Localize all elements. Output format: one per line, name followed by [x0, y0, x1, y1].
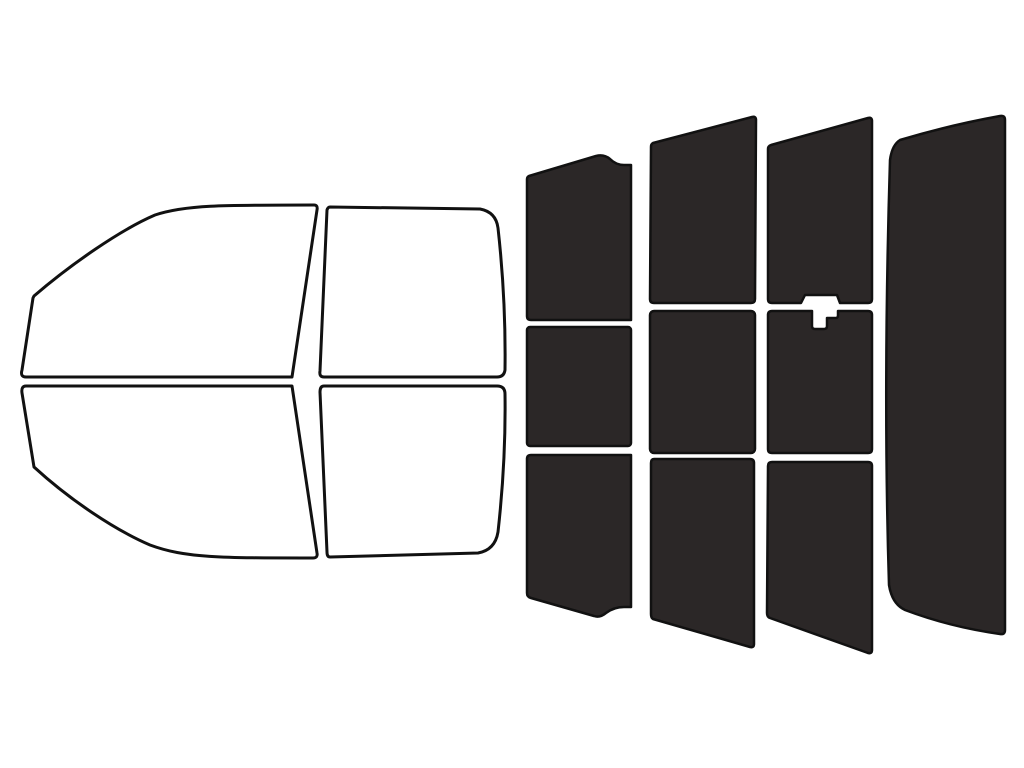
rear-windows-group: [525, 114, 1007, 655]
window-rear-col1-mid: [525, 325, 633, 448]
front-windows-group: [20, 203, 507, 560]
window-front-left-lower: [20, 384, 319, 560]
window-rear-col1-bottom: [525, 453, 633, 618]
window-rear-col2-mid: [648, 309, 757, 455]
window-front-left-upper: [20, 203, 319, 379]
window-rear-col3-bottom: [765, 460, 874, 655]
window-rear-col2-top: [648, 115, 758, 305]
window-rear-col3-mid: [766, 309, 874, 455]
window-front-right-lower: [318, 384, 507, 559]
window-rear-col3-top: [766, 116, 874, 305]
window-front-right-upper: [318, 205, 507, 379]
window-rear-col2-bottom: [649, 457, 756, 649]
window-rear-col1-top: [525, 154, 633, 322]
window-back-window: [884, 114, 1007, 636]
